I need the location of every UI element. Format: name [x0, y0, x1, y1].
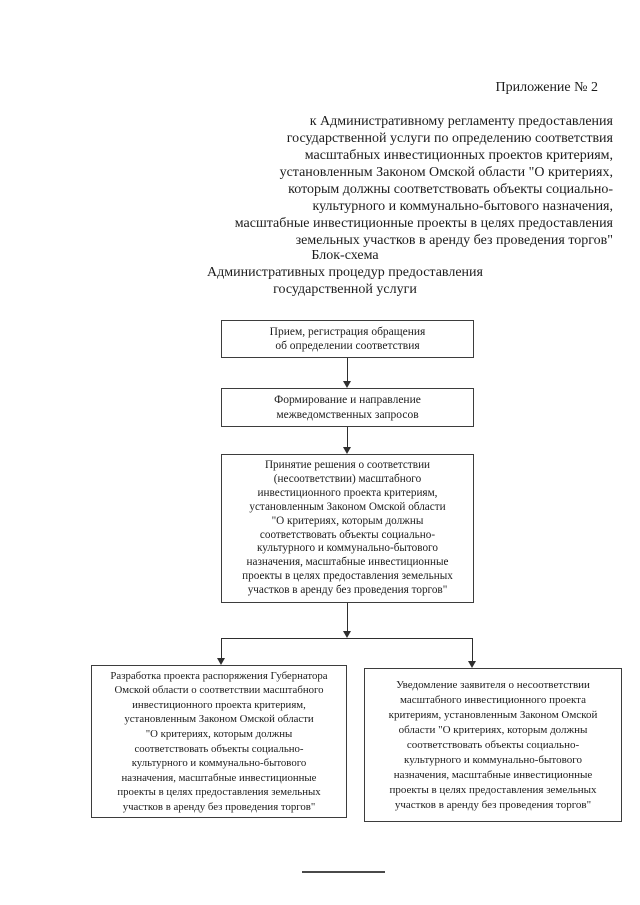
- branch-connector-bar: [221, 638, 472, 639]
- flowchart-title: Блок-схема Административных процедур пре…: [207, 248, 483, 297]
- flow-step-decision-box: Принятие решения о соответствии (несоотв…: [221, 454, 474, 603]
- arrow-down-icon: [343, 631, 351, 638]
- connector-branch-to-notice-line: [472, 638, 473, 661]
- connector-decision-to-branch-line: [347, 603, 348, 631]
- connector-requests-to-decision-line: [347, 427, 348, 448]
- flow-step-draft-order-box: Разработка проекта распоряжения Губернат…: [91, 665, 347, 818]
- flow-step-reception-box: Прием, регистрация обращения об определе…: [221, 320, 474, 358]
- arrow-down-icon: [468, 661, 476, 668]
- flow-step-nonconformity-notice-box: Уведомление заявителя о несоответствии м…: [364, 668, 622, 822]
- arrow-down-icon: [217, 658, 225, 665]
- connector-reception-to-requests-line: [347, 358, 348, 382]
- appendix-header: Приложение № 2 к Административному регла…: [163, 62, 613, 266]
- footnote-divider: [302, 871, 385, 873]
- arrow-down-icon: [343, 381, 351, 388]
- appendix-reference-text: к Административному регламенту предостав…: [234, 114, 613, 248]
- flow-step-interagency-requests-box: Формирование и направление межведомствен…: [221, 388, 474, 427]
- appendix-number: Приложение № 2: [495, 80, 599, 95]
- connector-branch-to-draft-line: [221, 638, 222, 659]
- arrow-down-icon: [343, 447, 351, 454]
